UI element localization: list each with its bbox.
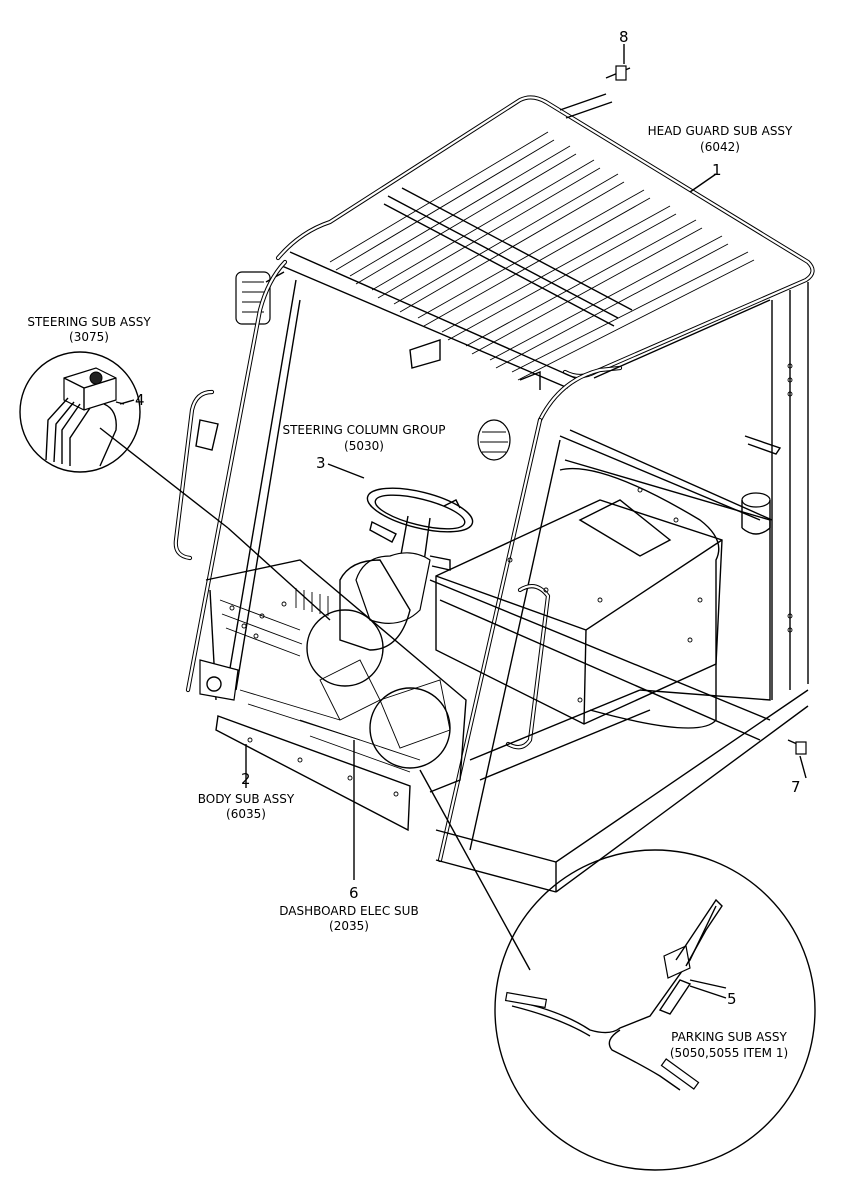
callout-code-4: (3075) xyxy=(69,330,109,344)
callout-title-6: DASHBOARD ELEC SUB xyxy=(279,904,418,918)
callout-number-4: 4 xyxy=(135,391,145,409)
detail-circle-steering-sub xyxy=(19,351,141,473)
callout-number-2: 2 xyxy=(241,770,251,788)
frame-drawing xyxy=(173,259,809,893)
callout-code-2: (6035) xyxy=(226,807,266,821)
callout-leaders xyxy=(119,173,727,999)
leader-detail-4 xyxy=(99,427,229,529)
callout-title-5: PARKING SUB ASSY xyxy=(671,1030,787,1044)
callout-number-3: 3 xyxy=(316,454,326,472)
callout-title-4: STEERING SUB ASSY xyxy=(27,315,151,329)
callout-code-1: (6042) xyxy=(700,140,740,154)
bolt-7 xyxy=(787,739,807,779)
detail-circle-parking-sub xyxy=(494,849,816,1171)
callout-title-2: BODY SUB ASSY xyxy=(198,792,295,806)
callout-number-7: 7 xyxy=(791,778,801,796)
callout-code-6: (2035) xyxy=(329,919,369,933)
callout-title-3: STEERING COLUMN GROUP xyxy=(282,423,445,437)
steering-column-drawing xyxy=(339,487,474,651)
callout-number-8: 8 xyxy=(619,28,629,46)
callout-number-1: 1 xyxy=(712,161,722,179)
leader-detail-5 xyxy=(419,769,531,971)
callout-code-5: (5050,5055 ITEM 1) xyxy=(670,1046,788,1060)
head-guard-drawing xyxy=(235,93,815,461)
battery-box-drawing xyxy=(435,467,771,729)
dashboard-drawing xyxy=(199,559,467,832)
detail-markers xyxy=(99,427,531,971)
bolt-8 xyxy=(605,44,631,81)
callout-number-5: 5 xyxy=(727,990,737,1008)
callout-code-3: (5030) xyxy=(344,439,384,453)
callout-title-1: HEAD GUARD SUB ASSY xyxy=(648,124,793,138)
callout-number-6: 6 xyxy=(349,884,359,902)
